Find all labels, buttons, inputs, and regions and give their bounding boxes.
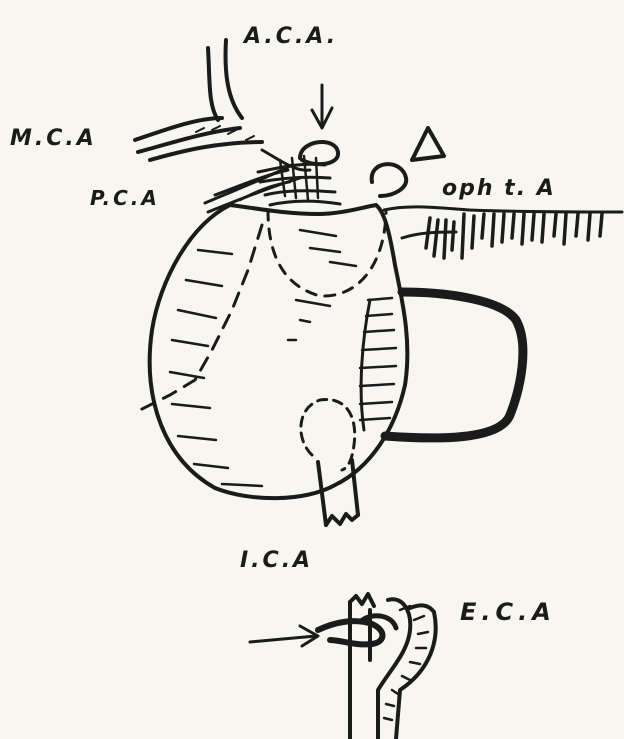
ica-stump (301, 399, 358, 525)
label-mca: M.C.A (10, 126, 97, 151)
label-aca: A.C.A. (244, 24, 338, 49)
bleb-loop (372, 164, 407, 196)
anterior-cerebral-artery (208, 40, 242, 120)
label-ophthalmic: oph t. A (442, 176, 556, 201)
label-eca: E.C.A (460, 598, 556, 626)
carotid-bifurcation (318, 594, 436, 739)
triangle-marker-icon (412, 128, 444, 160)
middle-cerebral-artery (135, 118, 262, 160)
aca-loop (300, 142, 338, 164)
vessel-junction (240, 150, 340, 205)
label-ica: I.C.A (240, 548, 313, 573)
posterior-cerebral-artery (205, 165, 300, 212)
label-pca: P.C.A (90, 186, 160, 210)
arrow-down-icon (312, 85, 332, 128)
arrow-right-icon (250, 626, 318, 646)
ophthalmic-artery (384, 207, 622, 258)
aneurysm-sac (140, 205, 407, 498)
